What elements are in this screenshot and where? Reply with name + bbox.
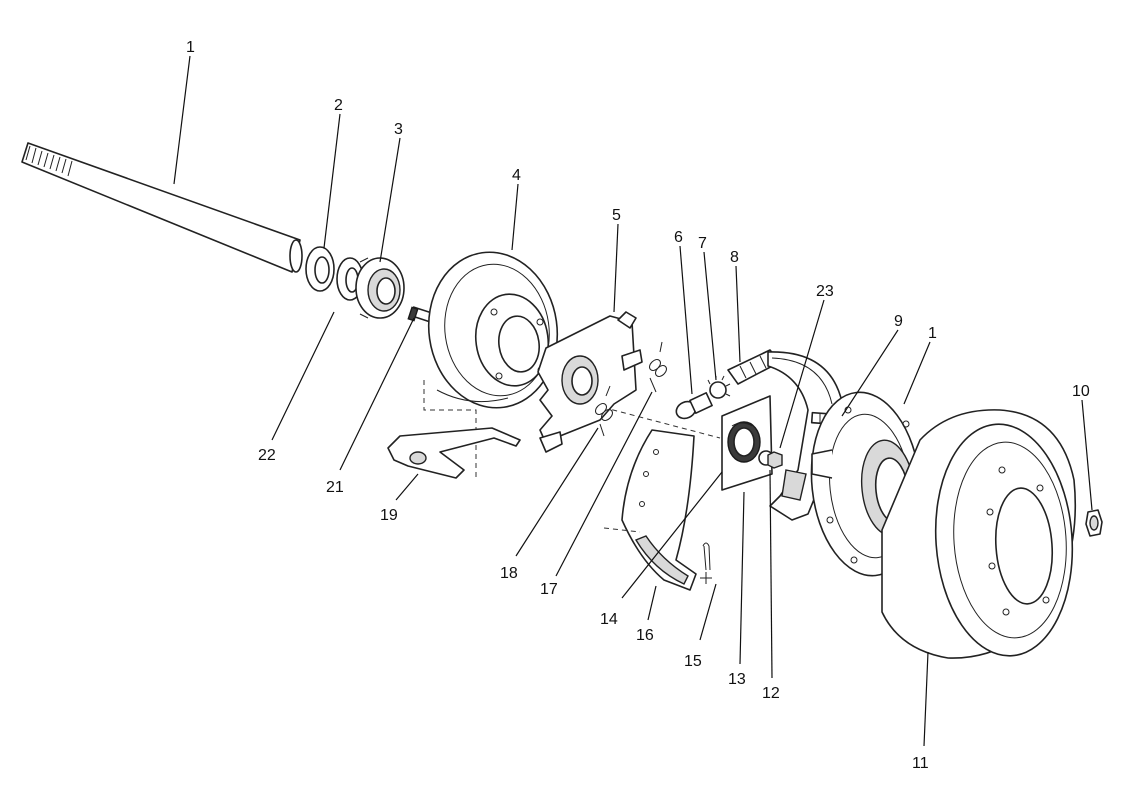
callout-10: 10 [1072,383,1090,400]
callout-12: 12 [762,685,780,702]
assembly-guide-line [423,380,477,480]
callout-22: 22 [258,447,276,464]
brake-shoe-lower [603,429,697,591]
plunger-pin [675,392,713,420]
callout-15: 15 [684,653,702,670]
adjuster-gear [707,375,731,399]
callout-23: 23 [816,283,834,300]
callout-8: 8 [730,249,739,266]
return-spring [595,385,613,437]
backing-plate [427,251,559,409]
axle-shaft [21,142,303,273]
callout-6: 6 [674,229,683,246]
callout-7: 7 [698,235,707,252]
callout-1: 1 [186,39,195,56]
callout-9: 9 [894,313,903,330]
lug-nut [1085,509,1103,537]
callout-4: 4 [512,167,521,184]
callout-3: 3 [394,121,403,138]
brake-lever [387,427,521,479]
wheel-bearing [355,257,405,319]
callout-5: 5 [612,207,621,224]
brake-drum [881,409,1077,659]
callout-1-hub: 1 [928,325,937,342]
cotter-pin [700,542,712,584]
nut [758,450,783,469]
callout-19: 19 [380,507,398,524]
callout-13: 13 [728,671,746,688]
mounting-plate [537,311,643,453]
callout-2: 2 [334,97,343,114]
callout-14: 14 [600,611,618,628]
callout-16: 16 [636,627,654,644]
brake-shoe-upper [767,351,843,521]
leader-lines [173,55,1093,747]
retainer-plate [721,395,773,491]
callout-labels: 1 2 3 4 5 6 7 8 23 9 1 10 22 21 19 18 17… [186,39,1090,772]
callout-11: 11 [912,755,929,772]
spacer-ring [305,246,335,292]
callout-18: 18 [500,565,518,582]
callout-21: 21 [326,479,344,496]
return-spring [649,341,667,393]
callout-17: 17 [540,581,558,598]
